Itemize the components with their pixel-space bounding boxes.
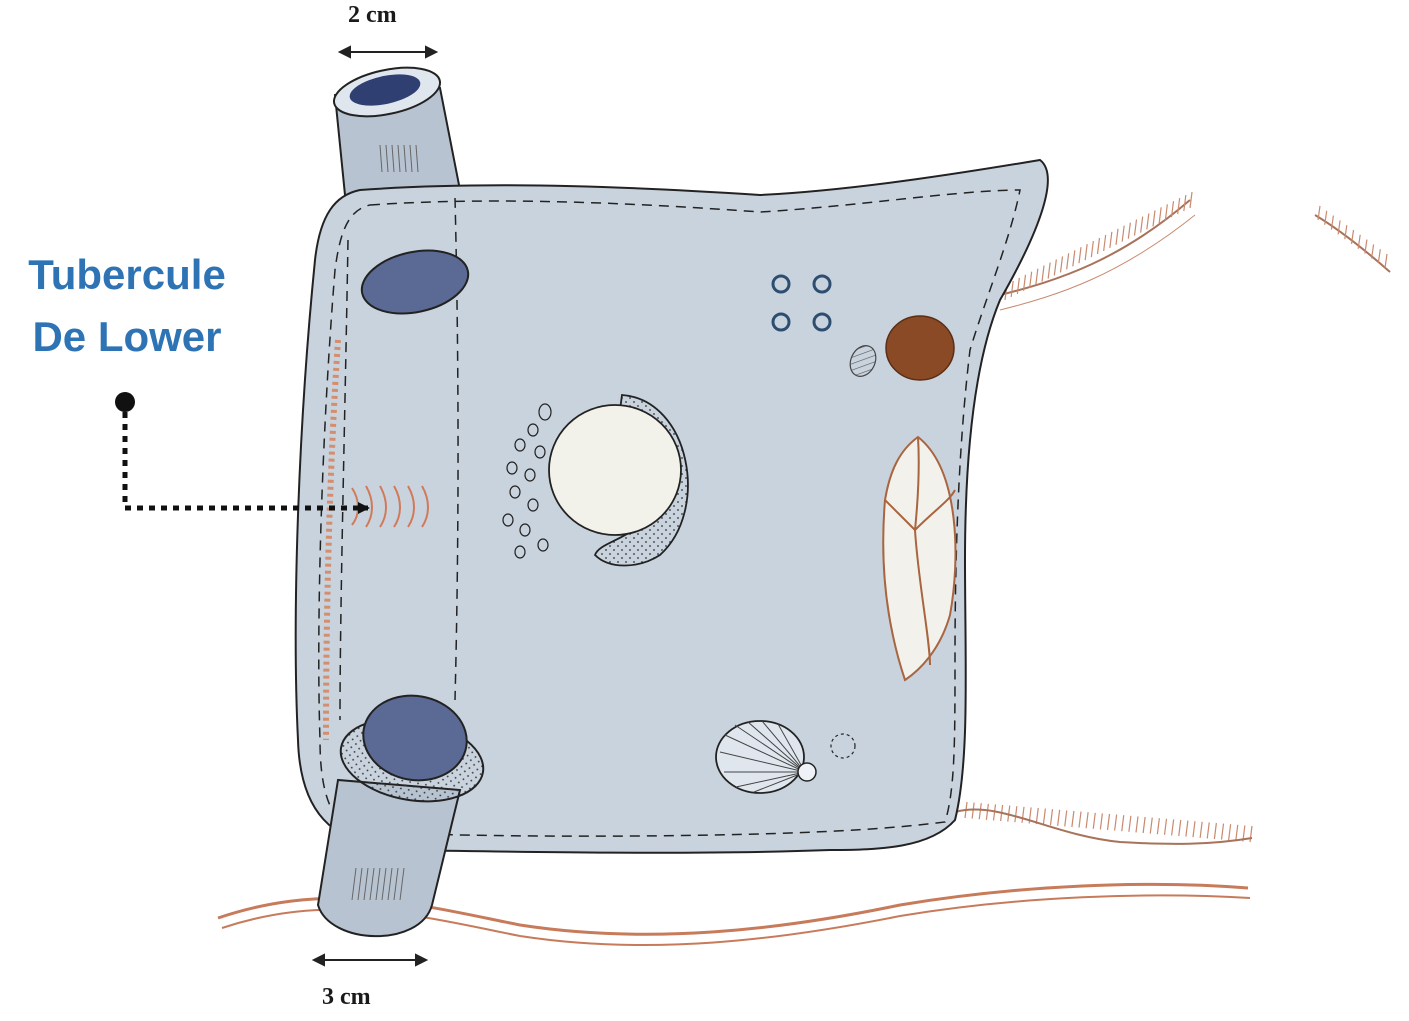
fringe-tick xyxy=(1108,814,1110,830)
fringe-tick xyxy=(1051,809,1053,825)
fringe-tick xyxy=(1098,238,1100,254)
fringe-tick xyxy=(972,803,974,819)
fringe-tick xyxy=(1042,266,1044,282)
fringe-tick xyxy=(1236,825,1238,841)
fringe-tick xyxy=(1104,235,1106,251)
fringe-tick xyxy=(1091,241,1093,257)
fringe-tick xyxy=(1159,207,1161,223)
fringe-tick xyxy=(1015,806,1017,822)
fringe-tick xyxy=(1079,812,1081,828)
fringe-tick xyxy=(1036,269,1038,285)
fringe-tick xyxy=(1048,263,1050,279)
fringe-tick xyxy=(1022,807,1024,823)
right-upper-fringe-ticks xyxy=(965,192,1387,842)
fringe-tick xyxy=(1093,813,1095,829)
fringe-tick xyxy=(1165,819,1167,835)
fringe-tick xyxy=(1172,819,1174,835)
fringe-tick xyxy=(1085,244,1087,260)
fringe-tick xyxy=(1073,250,1075,266)
fringe-tick xyxy=(1011,281,1013,297)
fringe-tick xyxy=(1222,824,1224,840)
fringe-tick xyxy=(1153,210,1155,226)
fringe-tick xyxy=(1207,822,1209,838)
fringe-tick xyxy=(1043,809,1045,825)
fringe-tick xyxy=(1135,220,1137,236)
bottom-dimension-label: 3 cm xyxy=(322,984,371,1011)
fringe-tick xyxy=(1157,818,1159,834)
fringe-tick xyxy=(1122,226,1124,242)
fringe-tick xyxy=(1122,815,1124,831)
fringe-tick xyxy=(1129,816,1131,832)
fringe-tick xyxy=(1100,813,1102,829)
fringe-tick xyxy=(1179,820,1181,836)
fringe-tick xyxy=(1061,256,1063,272)
superior-vena-cava xyxy=(330,59,460,195)
fringe-tick xyxy=(1054,259,1056,275)
callout-label: Tubercule De Lower xyxy=(12,244,242,368)
fringe-tick xyxy=(1141,217,1143,233)
fringe-tick xyxy=(1143,817,1145,833)
callout-line-2: De Lower xyxy=(12,306,242,368)
fringe-tick xyxy=(986,804,988,820)
fringe-tick xyxy=(1250,826,1252,842)
fringe-tick xyxy=(1150,818,1152,834)
fringe-tick xyxy=(1058,810,1060,826)
fringe-tick xyxy=(1067,253,1069,269)
fringe-tick xyxy=(1072,811,1074,827)
fringe-tick xyxy=(1193,821,1195,837)
top-dimension-arrow xyxy=(340,47,436,57)
fringe-tick xyxy=(1086,812,1088,828)
fringe-tick xyxy=(1115,815,1117,831)
fringe-tick xyxy=(1190,192,1192,208)
top-dimension-label: 2 cm xyxy=(348,2,397,29)
fringe-tick xyxy=(1110,232,1112,248)
callout-line-1: Tubercule xyxy=(12,244,242,306)
fringe-tick xyxy=(979,803,981,819)
brown-dot xyxy=(886,316,954,380)
fringe-tick xyxy=(1128,223,1130,239)
fringe-tick xyxy=(1186,821,1188,837)
fringe-tick xyxy=(1017,278,1019,294)
fringe-tick xyxy=(1065,810,1067,826)
right-lower-fringe xyxy=(955,810,1252,844)
fringe-tick xyxy=(1079,247,1081,263)
fringe-tick xyxy=(1147,213,1149,229)
fringe-tick xyxy=(1178,198,1180,214)
bottom-dimension-arrow xyxy=(314,955,426,965)
fringe-tick xyxy=(1136,816,1138,832)
callout-dot xyxy=(115,392,135,412)
right-upper-fringe xyxy=(1000,200,1390,310)
fringe-tick xyxy=(1030,272,1032,288)
fringe-tick xyxy=(1214,823,1216,839)
fringe-tick xyxy=(1200,822,1202,838)
fringe-tick xyxy=(1116,229,1118,245)
fringe-tick xyxy=(1378,249,1380,263)
fringe-tick xyxy=(1385,254,1387,268)
fringe-tick xyxy=(1229,824,1231,840)
